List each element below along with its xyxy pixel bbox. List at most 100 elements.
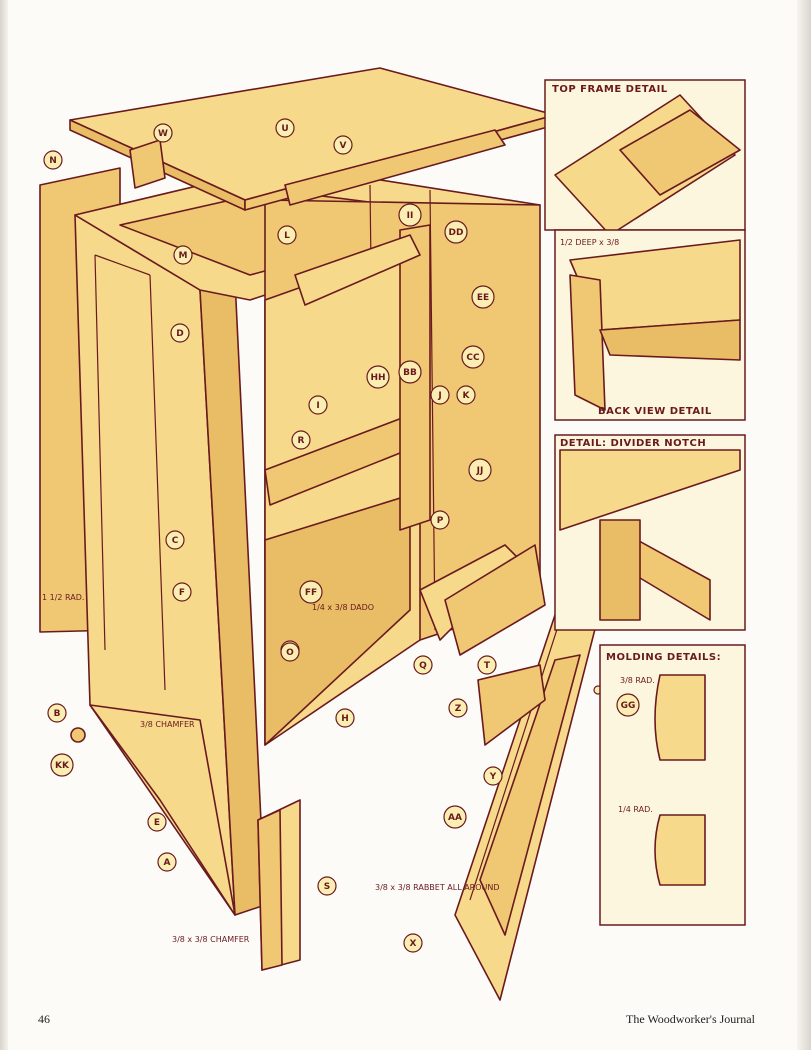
part-bubble-bb xyxy=(398,360,422,384)
part-bubble-jj xyxy=(468,458,492,482)
cleat-v xyxy=(284,129,506,206)
journal-name: The Woodworker's Journal xyxy=(626,1012,755,1026)
part-label-ff: FF xyxy=(305,588,317,598)
part-label-jj: JJ xyxy=(476,466,484,476)
detail-title-divider-notch: DETAIL: DIVIDER NOTCH xyxy=(560,438,706,449)
part-bubble-q xyxy=(413,655,433,675)
part-label-q: Q xyxy=(419,661,427,671)
part-bubble-u xyxy=(275,118,295,138)
bottom-shelf xyxy=(264,494,411,746)
part-bubble-l xyxy=(277,225,297,245)
part-bubble-kk xyxy=(50,753,74,777)
detail-title-molding: MOLDING DETAILS: xyxy=(606,652,721,663)
part-label-kk: KK xyxy=(55,761,70,771)
part-label-k: K xyxy=(463,391,471,401)
part-bubble-j xyxy=(430,385,450,405)
callout-rad-molding2: 1/4 RAD. xyxy=(618,805,653,814)
part-label-ii: II xyxy=(407,211,414,221)
detail-title-top-frame: TOP FRAME DETAIL xyxy=(552,84,668,95)
part-label-u: U xyxy=(281,124,288,134)
part-bubble-m xyxy=(173,245,193,265)
rail-q xyxy=(294,234,421,306)
part-bubble-o xyxy=(280,642,300,662)
door-stop-z xyxy=(477,664,546,746)
part-label-z: Z xyxy=(455,704,462,714)
part-bubble-k xyxy=(456,385,476,405)
part-bubble-ii xyxy=(398,203,422,227)
part-label-w: W xyxy=(158,129,168,139)
part-bubble-a xyxy=(157,852,177,872)
part-label-y: Y xyxy=(489,772,497,782)
part-bubble-b xyxy=(47,703,67,723)
part-label-ee: EE xyxy=(477,293,489,303)
molding-profile-kvw xyxy=(654,674,706,761)
part-bubble-t xyxy=(477,655,497,675)
part-bubble-e xyxy=(147,812,167,832)
callout-chamfer-left: 3/8 CHAMFER xyxy=(140,720,195,729)
part-bubble-f xyxy=(172,582,192,602)
callout-rad-left: 1 1/2 RAD. xyxy=(42,593,84,602)
part-label-hh: HH xyxy=(370,373,385,383)
post-s-face xyxy=(257,809,283,971)
part-label-b: B xyxy=(54,709,61,719)
part-bubble-ee xyxy=(471,285,495,309)
part-bubble-z xyxy=(448,698,468,718)
part-label-cc: CC xyxy=(466,353,480,363)
part-bubble-hh xyxy=(366,365,390,389)
leg-t xyxy=(444,544,546,656)
part-label-v: V xyxy=(340,141,347,151)
page-edge-shadow xyxy=(797,0,811,1050)
part-label-bubbles: ABCDEFGHIJKLMNOPQRSTUVWXYZAABBCCDDEEFFGG… xyxy=(43,118,640,953)
part-bubble-p xyxy=(430,510,450,530)
part-label-j: J xyxy=(437,391,441,401)
part-label-o: O xyxy=(286,648,294,658)
part-bubble-s xyxy=(317,876,337,896)
part-bubble-ff xyxy=(299,580,323,604)
cleat-w xyxy=(129,139,166,189)
apron-e xyxy=(89,704,236,916)
door-panel xyxy=(479,654,581,936)
part-bubble-v xyxy=(333,135,353,155)
page-number: 46 xyxy=(38,1012,50,1026)
part-bubble-w xyxy=(153,123,173,143)
part-label-e: E xyxy=(154,818,160,828)
part-label-gg: GG xyxy=(621,701,636,711)
part-label-r: R xyxy=(298,436,305,446)
part-label-s: S xyxy=(324,882,330,892)
part-label-m: M xyxy=(179,251,188,261)
part-label-x: X xyxy=(410,939,417,949)
part-label-i: I xyxy=(316,401,319,411)
callout-rad-molding: 3/8 RAD. xyxy=(620,676,655,685)
part-label-a: A xyxy=(164,858,171,868)
part-label-h: H xyxy=(341,714,349,724)
part-label-d: D xyxy=(176,329,183,339)
part-label-t: T xyxy=(484,661,491,671)
callout-rabbet: 3/8 x 3/8 RABBET ALL AROUND xyxy=(375,883,500,892)
molding-profile-t xyxy=(654,814,706,886)
part-bubble-dd xyxy=(444,220,468,244)
page-spine-shadow xyxy=(0,0,8,1050)
part-bubble-h xyxy=(335,708,355,728)
part-label-f: F xyxy=(179,588,185,598)
part-bubble-r xyxy=(291,430,311,450)
part-label-aa: AA xyxy=(448,813,462,823)
part-bubble-aa xyxy=(443,805,467,829)
callout-deep: 1/2 DEEP x 3/8 xyxy=(560,238,619,247)
part-label-n: N xyxy=(49,156,57,166)
part-bubble-y xyxy=(483,766,503,786)
part-bubble-c xyxy=(165,530,185,550)
part-bubble-gg xyxy=(616,693,640,717)
part-bubble-d xyxy=(170,323,190,343)
callout-dado: 1/4 x 3/8 DADO xyxy=(312,603,374,612)
part-label-c: C xyxy=(172,536,179,546)
part-bubble-x xyxy=(403,933,423,953)
part-label-bb: BB xyxy=(403,368,417,378)
part-bubble-cc xyxy=(461,345,485,369)
knob-kk xyxy=(70,727,86,743)
part-label-dd: DD xyxy=(449,228,464,238)
part-bubble-n xyxy=(43,150,63,170)
part-label-p: P xyxy=(437,516,444,526)
part-label-l: L xyxy=(284,231,290,241)
